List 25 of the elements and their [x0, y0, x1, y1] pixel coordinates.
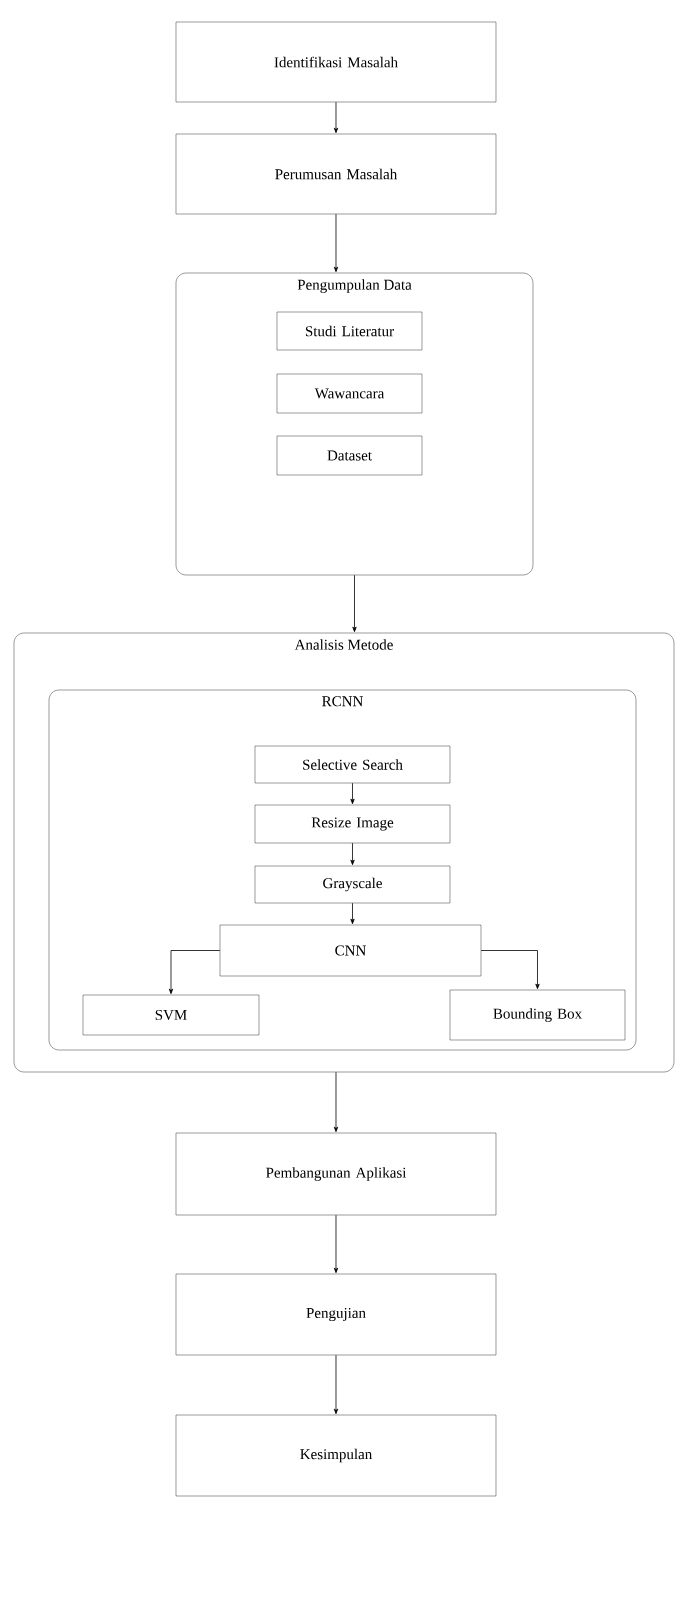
process-box: Perumusan Masalah — [175, 133, 497, 215]
arrow — [333, 1214, 339, 1274]
arrow — [333, 1354, 339, 1415]
process-box: SVM — [82, 994, 260, 1036]
arrow — [352, 574, 357, 633]
process-box: Dataset — [276, 435, 423, 476]
process-box: Grayscale — [254, 865, 451, 904]
process-box: Selective Search — [254, 745, 451, 784]
process-box: Pembangunan Aplikasi — [175, 1132, 497, 1216]
arrow — [333, 101, 339, 134]
arrow — [350, 902, 355, 925]
process-box: Resize Image — [254, 804, 451, 844]
process-box: CNN — [219, 924, 482, 977]
arrow — [350, 782, 355, 805]
process-box: Kesimpulan — [175, 1414, 497, 1497]
process-box: Wawancara — [276, 373, 423, 414]
arrow — [333, 213, 339, 273]
process-box: Pengujian — [175, 1273, 497, 1356]
arrow — [350, 842, 355, 866]
process-box: Identifikasi Masalah — [175, 21, 497, 103]
arrow — [480, 950, 540, 990]
process-box: Studi Literatur — [276, 311, 423, 351]
process-box: Bounding Box — [449, 989, 626, 1041]
arrow — [333, 1071, 339, 1133]
arrow — [168, 950, 221, 995]
